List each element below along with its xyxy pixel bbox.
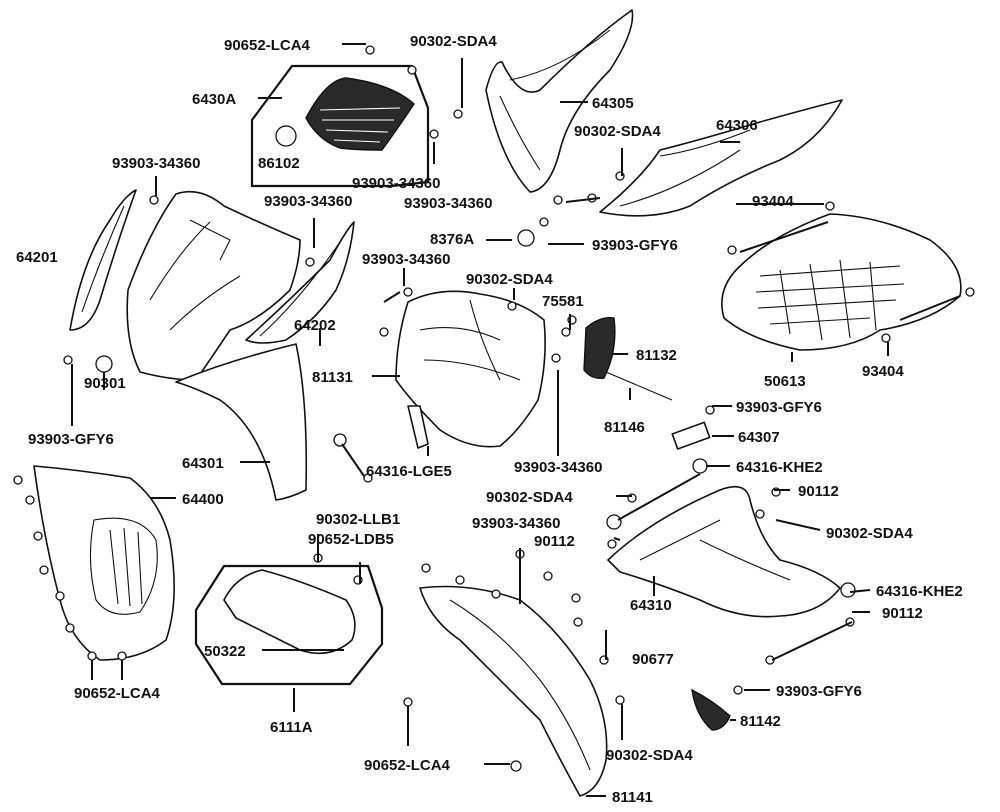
label-50613: 50613 (764, 373, 806, 390)
label-6430a: 6430A (192, 91, 236, 108)
label-64202: 64202 (294, 317, 336, 334)
label-86102: 86102 (258, 155, 300, 172)
label-93903-gfy6-3: 93903-GFY6 (28, 431, 114, 448)
inner-cover-81141 (419, 585, 608, 797)
rod-81146 (605, 371, 673, 401)
label-90301: 90301 (84, 375, 126, 392)
inner-box-81131 (395, 290, 546, 448)
screws (13, 45, 975, 772)
label-90652-ldb5: 90652-LDB5 (308, 531, 394, 548)
label-64316-khe2-2: 64316-KHE2 (876, 583, 963, 600)
label-64316-khe2-1: 64316-KHE2 (736, 459, 823, 476)
front-shield (126, 190, 301, 381)
label-64301: 64301 (182, 455, 224, 472)
label-81141: 81141 (612, 789, 653, 806)
label-90302-sda4-6: 90302-SDA4 (606, 747, 693, 764)
label-93903-gfy6-4: 93903-GFY6 (776, 683, 862, 700)
inner-front-64400 (33, 465, 175, 661)
label-93903-34360-6: 93903-34360 (514, 459, 602, 476)
plate-81142 (691, 688, 731, 731)
label-93903-34360-1: 93903-34360 (112, 155, 200, 172)
label-81132: 81132 (636, 347, 677, 364)
label-81142: 81142 (740, 713, 781, 730)
label-6111a: 6111A (270, 719, 313, 736)
label-50322: 50322 (204, 643, 246, 660)
plate-64307 (671, 421, 711, 450)
bracket-lge5 (407, 405, 429, 449)
front-cover-64201 (69, 189, 137, 331)
label-64307: 64307 (738, 429, 780, 446)
floor-panel-50613 (721, 213, 962, 351)
label-93903-34360-7: 93903-34360 (472, 515, 560, 532)
front-cover-64202 (245, 221, 355, 344)
label-93903-34360-2: 93903-34360 (352, 175, 440, 192)
label-64305: 64305 (592, 95, 634, 112)
label-90677: 90677 (632, 651, 674, 668)
label-90112-1: 90112 (798, 483, 839, 500)
emblem-86102 (275, 125, 297, 147)
front-grille-part (275, 77, 415, 151)
label-90302-sda4-5: 90302-SDA4 (826, 525, 913, 542)
label-93404-2: 93404 (862, 363, 904, 380)
label-93404-1: 93404 (752, 193, 794, 210)
label-90302-sda4-2: 90302-SDA4 (574, 123, 661, 140)
label-90302-sda4-3: 90302-SDA4 (466, 271, 553, 288)
label-64306: 64306 (716, 117, 758, 134)
label-75581: 75581 (542, 293, 584, 310)
label-93903-gfy6-1: 93903-GFY6 (592, 237, 678, 254)
cover-81132 (583, 317, 616, 380)
label-81131: 81131 (312, 369, 353, 386)
label-90112-3: 90112 (882, 605, 923, 622)
side-cover-64306 (599, 99, 843, 217)
label-81146: 81146 (604, 419, 645, 436)
label-90112-2: 90112 (534, 533, 575, 550)
floor-64310 (607, 485, 841, 618)
label-8376a: 8376A (430, 231, 474, 248)
group-box-6111a (194, 564, 384, 686)
label-93903-34360-3: 93903-34360 (264, 193, 352, 210)
label-90302-sda4-top: 90302-SDA4 (410, 33, 497, 50)
label-90652-lca4-2: 90652-LCA4 (74, 685, 161, 702)
label-90652-lca4-3: 90652-LCA4 (364, 757, 451, 774)
group-box-6430a (250, 64, 430, 188)
part-labels: 90652-LCA4 90302-SDA4 6430A 64305 90302-… (16, 33, 963, 806)
label-90652-lca4-top: 90652-LCA4 (224, 37, 311, 54)
part-50322 (223, 569, 356, 655)
label-90302-llb1: 90302-LLB1 (316, 511, 400, 528)
label-93903-34360-5: 93903-34360 (362, 251, 450, 268)
label-64316-lge5: 64316-LGE5 (366, 463, 452, 480)
label-64400: 64400 (182, 491, 224, 508)
leader-lines (71, 43, 961, 797)
label-93903-34360-4: 93903-34360 (404, 195, 492, 212)
label-64201: 64201 (16, 249, 58, 266)
side-cover-64305 (485, 9, 634, 193)
front-panel-64301 (175, 343, 308, 501)
label-90302-sda4-4: 90302-SDA4 (486, 489, 573, 506)
label-64310: 64310 (630, 597, 672, 614)
label-93903-gfy6-2: 93903-GFY6 (736, 399, 822, 416)
